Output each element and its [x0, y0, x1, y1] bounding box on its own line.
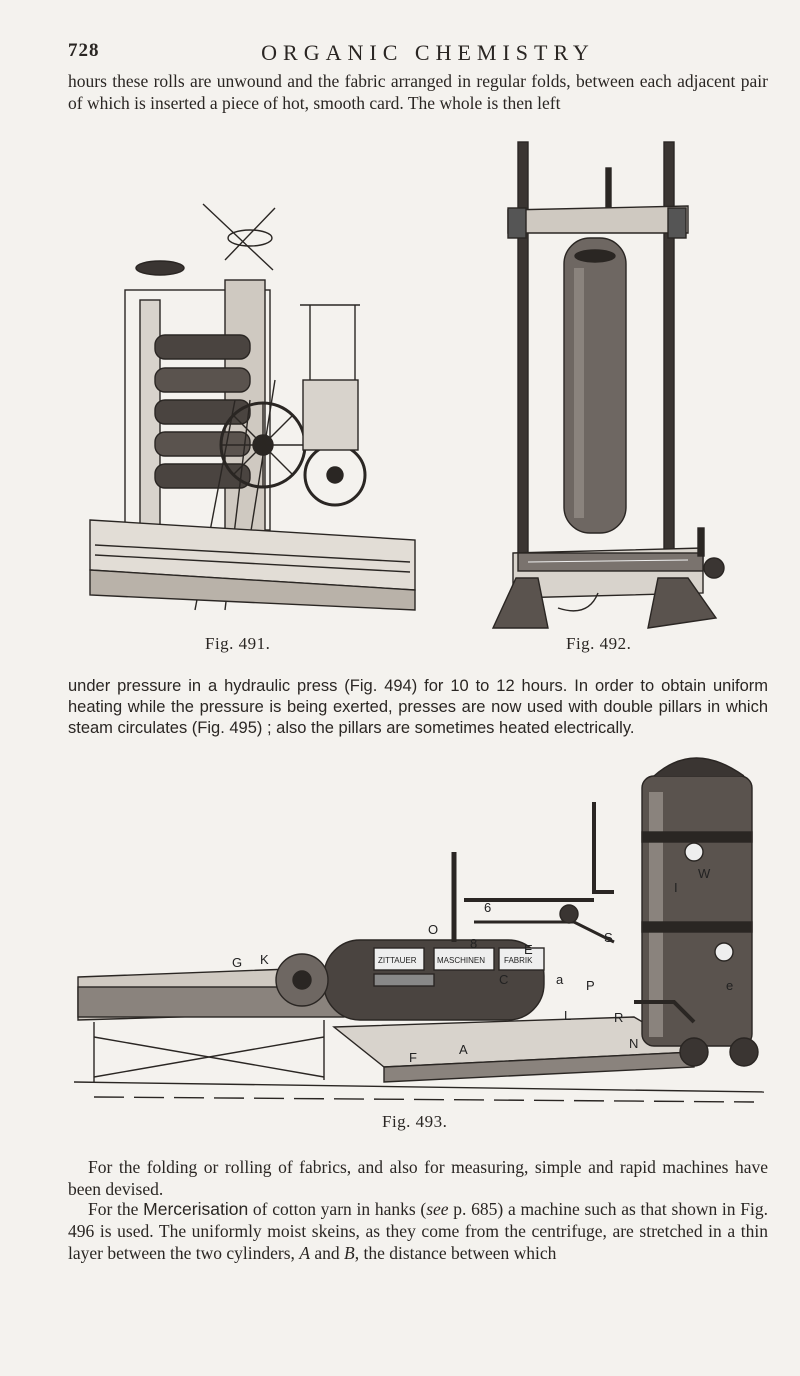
- see-reference: see: [426, 1199, 449, 1219]
- paragraph-1: hours these rolls are unwound and the fa…: [68, 71, 768, 113]
- fig493-label-L: L: [564, 1008, 571, 1023]
- fig493-label-R: R: [614, 1010, 623, 1025]
- fig493-label-O: O: [428, 922, 438, 937]
- fig493-label-6: 6: [484, 900, 491, 915]
- fig493-plate-fabrik: FABRIK: [504, 956, 533, 965]
- paragraph-3: For the folding or rolling of fabrics, a…: [68, 1157, 768, 1199]
- running-title: ORGANIC CHEMISTRY: [261, 40, 595, 65]
- fig493-label-F: F: [409, 1050, 417, 1065]
- fig-493-caption: Fig. 493.: [382, 1112, 448, 1131]
- fig493-label-G: G: [232, 955, 242, 970]
- fig493-label-W: W: [698, 866, 711, 881]
- hydraulic-press-illustration: [491, 141, 725, 629]
- p4-text-f: , the distance between which: [354, 1243, 557, 1263]
- fig493-plate-maschinen: MASCHINEN: [437, 956, 485, 965]
- fig493-label-8: 8: [470, 936, 477, 951]
- cylinder-B-label: B: [344, 1243, 355, 1263]
- p4-text-a: For the: [88, 1199, 144, 1219]
- calender-machine-illustration: [89, 203, 416, 611]
- p4-text-e: and: [310, 1243, 345, 1263]
- fig493-plate-zittauer: ZITTAUER: [378, 956, 417, 965]
- fig493-label-a: a: [556, 972, 564, 987]
- fig493-label-S: S: [604, 930, 613, 945]
- figure-493: G K O 6 8 E C a S P W I R N F A L e ZITT…: [73, 752, 765, 1104]
- page-number: 728: [68, 40, 100, 61]
- figure-491: [85, 200, 417, 620]
- fig-492-caption: Fig. 492.: [566, 634, 632, 653]
- fig493-label-E: E: [524, 942, 533, 957]
- fig493-label-P: P: [586, 978, 595, 993]
- page-header: 728 ORGANIC CHEMISTRY: [68, 40, 788, 70]
- fig493-label-I: I: [674, 880, 678, 895]
- p4-text-d: p. 685) a machine such as that shown in …: [68, 1199, 768, 1263]
- steam-pressing-machine-illustration: G K O 6 8 E C a S P W I R N F A L e ZITT…: [73, 757, 765, 1103]
- fig493-label-C: C: [499, 972, 508, 987]
- paragraph-4: For the Mercerisation of cotton yarn in …: [68, 1198, 768, 1264]
- fig493-label-N: N: [629, 1036, 638, 1051]
- figure-492: [488, 138, 726, 633]
- fig493-label-e: e: [726, 978, 733, 993]
- cylinder-A-label: A: [299, 1243, 311, 1263]
- p4-text-c: of cotton yarn in hanks (: [248, 1199, 427, 1219]
- fig493-label-K: K: [260, 952, 269, 967]
- fig-491-caption: Fig. 491.: [205, 634, 271, 653]
- fig493-label-A: A: [459, 1042, 468, 1057]
- paragraph-2: under pressure in a hydraulic press (Fig…: [68, 677, 768, 737]
- mercerisation-term: Mercerisation: [143, 1199, 249, 1219]
